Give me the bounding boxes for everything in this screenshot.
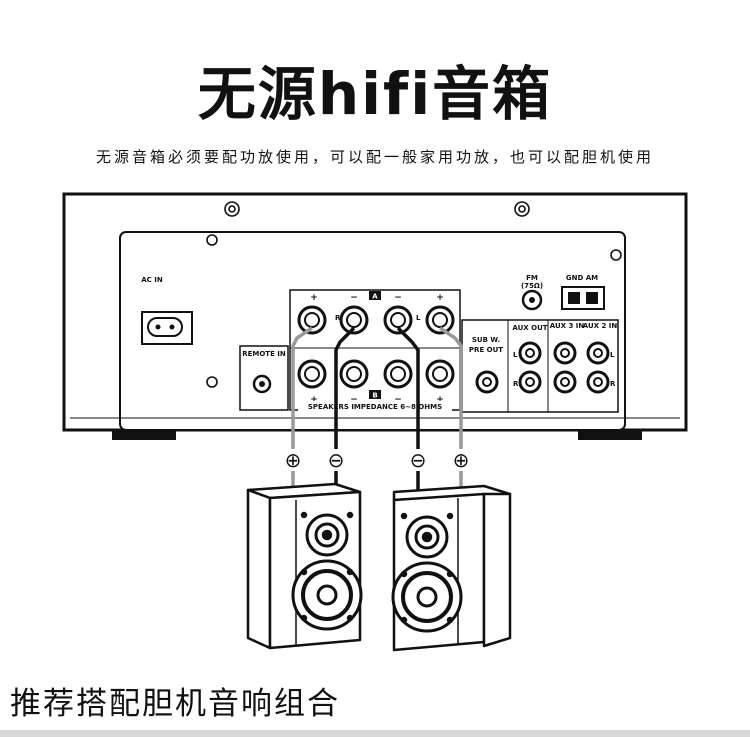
svg-text:+: + [436, 395, 444, 405]
panel-label: L [513, 351, 518, 359]
amp-foot-right [578, 430, 642, 440]
ac-in-label: AC IN [141, 276, 163, 284]
plus-icon: ⊕ [285, 448, 302, 472]
svg-text:+: + [310, 395, 318, 405]
svg-text:+: + [310, 293, 318, 303]
bottom-divider [0, 730, 750, 737]
svg-text:−: − [350, 293, 358, 303]
speaker-binding-post [297, 305, 455, 389]
page-title: 无源hifi音箱 [197, 60, 553, 128]
rca-panel [461, 319, 619, 413]
panel-label: R [513, 380, 519, 388]
panel-label: L [610, 351, 615, 359]
svg-text:+: + [436, 293, 444, 303]
aux-out-label: AUX OUT [512, 324, 547, 332]
speakers-impedance-label: SPEAKERS IMPEDANCE 6~8 OHMS [308, 403, 442, 411]
aux3-in-label: AUX 3 IN [550, 322, 585, 330]
remote-in-label: REMOTE IN [242, 350, 286, 358]
minus-icon: ⊖ [410, 448, 427, 472]
speaker-cables [291, 326, 463, 500]
right-speaker [391, 484, 512, 652]
aux2-in-label: AUX 2 IN [583, 322, 618, 330]
screw-icon [206, 201, 622, 388]
panel-label: (75Ω) [521, 282, 543, 290]
page-subtitle: 无源音箱必须要配功放使用，可以配一般家用功放，也可以配胆机使用 [95, 148, 654, 166]
panel-label: R [335, 314, 341, 322]
fm-label: FM [526, 274, 538, 282]
left-speaker [246, 482, 363, 650]
panel-label: PRE OUT [469, 346, 503, 354]
rca-jack [475, 341, 610, 394]
svg-text:−: − [394, 293, 402, 303]
group-a-label: A [372, 293, 378, 301]
minus-icon: ⊖ [328, 448, 345, 472]
group-b-label: B [372, 392, 377, 400]
polarity-markers: ⊕ ⊖ ⊖ ⊕ [282, 448, 472, 472]
amp-foot-left [112, 430, 176, 440]
panel-label: R [610, 380, 616, 388]
panel-label: L [416, 314, 421, 322]
bottom-caption: 推荐搭配胆机音响组合 [10, 686, 340, 722]
svg-text:−: − [394, 395, 402, 405]
gnd-am-label: GND AM [566, 274, 598, 282]
plus-icon: ⊕ [453, 448, 470, 472]
svg-text:−: − [350, 395, 358, 405]
sub-w-label: SUB W. [472, 336, 500, 344]
